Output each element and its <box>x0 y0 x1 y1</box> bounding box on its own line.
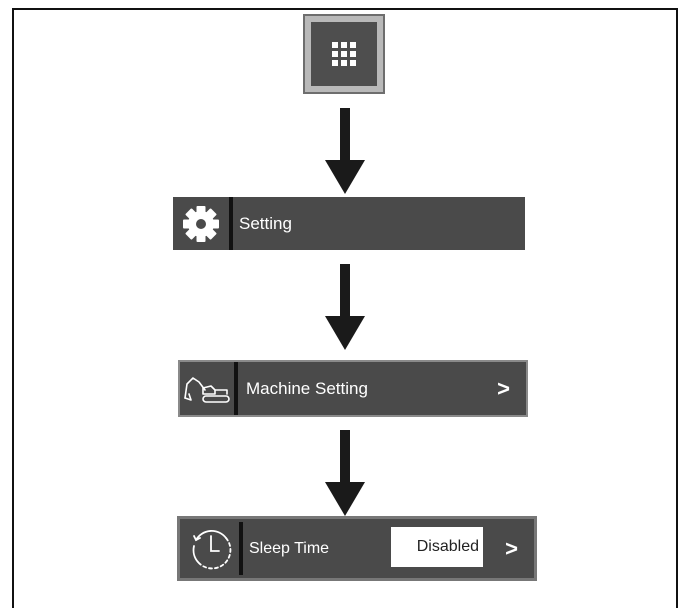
excavator-icon <box>180 362 238 415</box>
machine-setting-label: Machine Setting <box>246 378 368 398</box>
sleep-time-label: Sleep Time <box>249 539 330 557</box>
grid-menu-icon <box>311 22 377 86</box>
gear-icon <box>173 197 233 250</box>
machine-setting-row[interactable]: Machine Setting > <box>178 360 528 417</box>
setting-row[interactable]: Setting <box>173 197 525 250</box>
setting-label: Setting <box>239 213 292 233</box>
arrow-down-icon <box>325 264 365 350</box>
arrow-down-icon <box>325 108 365 194</box>
sleep-time-value: Disabled <box>391 527 483 567</box>
chevron-right-icon: > <box>505 535 518 561</box>
menu-button[interactable] <box>303 14 385 94</box>
arrow-down-icon <box>325 430 365 516</box>
sleep-time-row[interactable]: Sleep Time Disabled > <box>177 516 537 581</box>
timer-icon <box>183 522 243 575</box>
chevron-right-icon: > <box>497 375 510 401</box>
diagram-frame <box>12 8 678 608</box>
